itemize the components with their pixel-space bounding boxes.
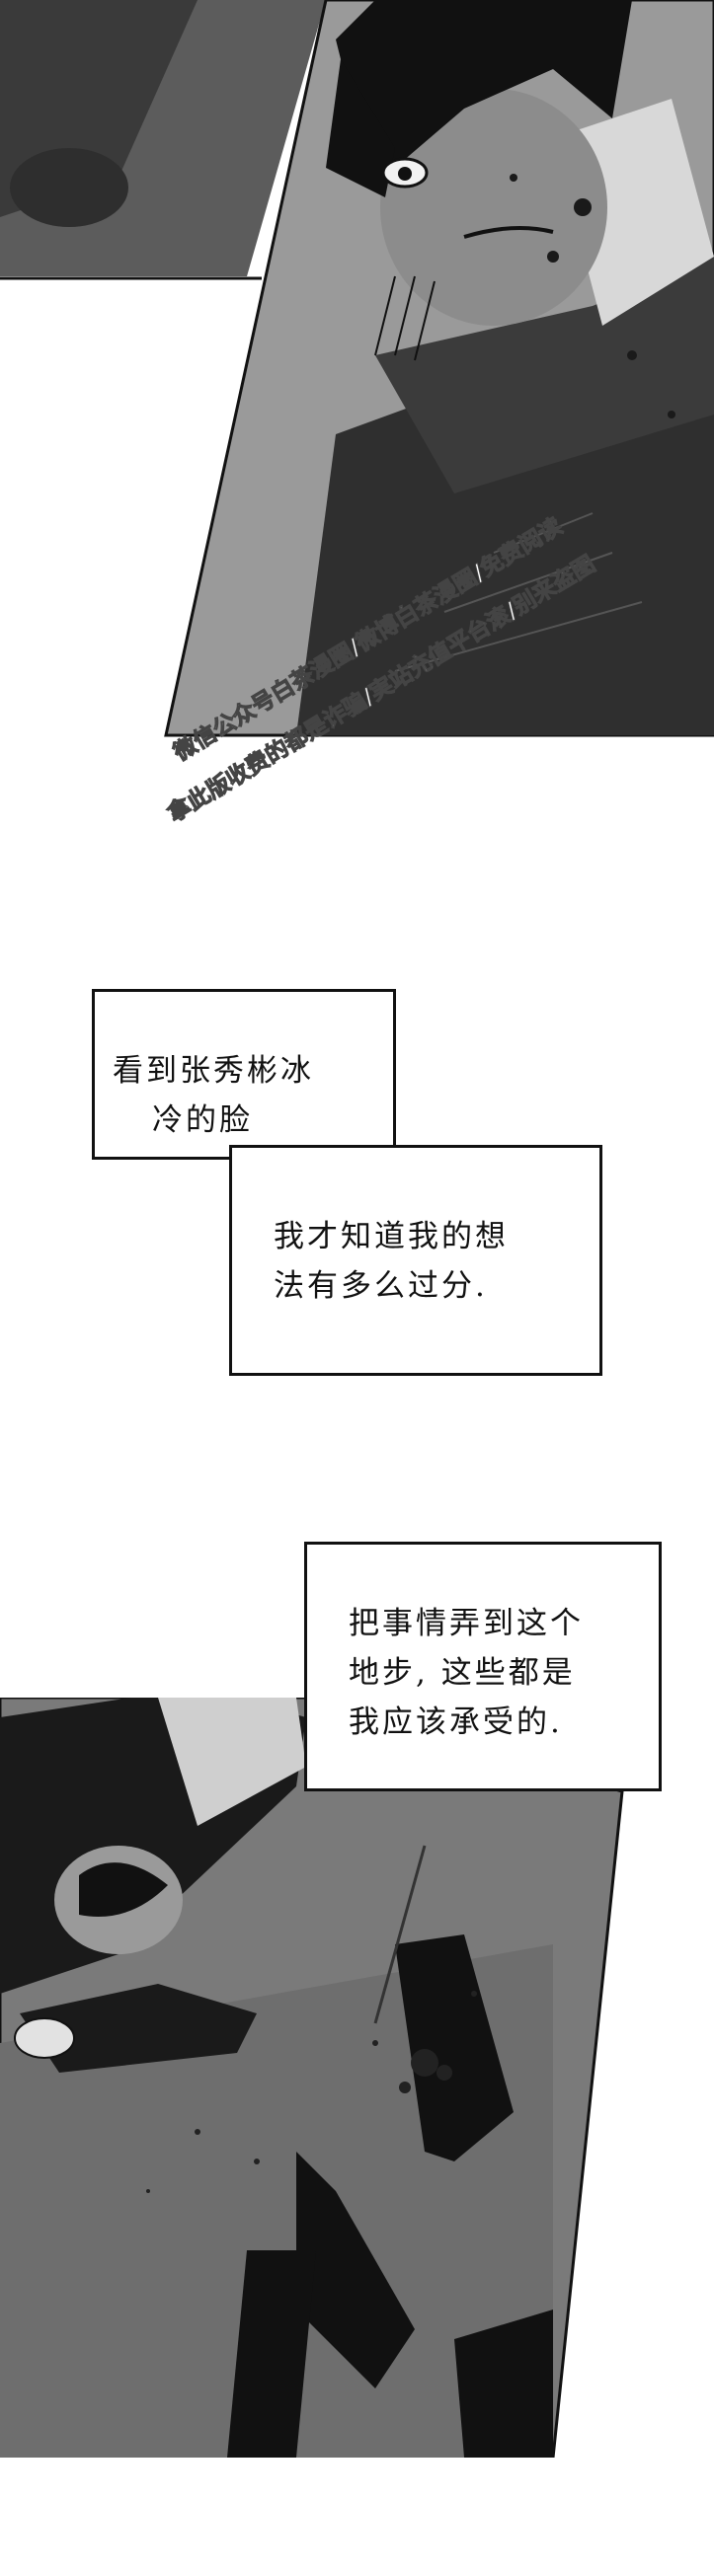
bottom-panel-artwork [0, 1698, 624, 2458]
narration-box-2: 我才知道我的想 法有多么过分. [229, 1145, 602, 1376]
narration-line: 我应该承受的. [349, 1705, 563, 1740]
narration-line: 法有多么过分. [274, 1268, 488, 1304]
narration-line: 看到张秀彬冰 [113, 1053, 314, 1089]
narration-box-3: 把事情弄到这个 地步, 这些都是 我应该承受的. [304, 1542, 662, 1791]
narration-line: 把事情弄到这个 [349, 1606, 584, 1641]
narration-line: 我才知道我的想 [274, 1219, 509, 1254]
narration-box-1: 看到张秀彬冰 冷的脸 [92, 989, 396, 1160]
top-comic-panel [0, 0, 714, 750]
top-panel-artwork [0, 0, 714, 737]
narration-line: 冷的脸 [152, 1102, 253, 1138]
bottom-comic-panel [0, 1698, 714, 2458]
narration-line: 地步, 这些都是 [349, 1655, 576, 1691]
